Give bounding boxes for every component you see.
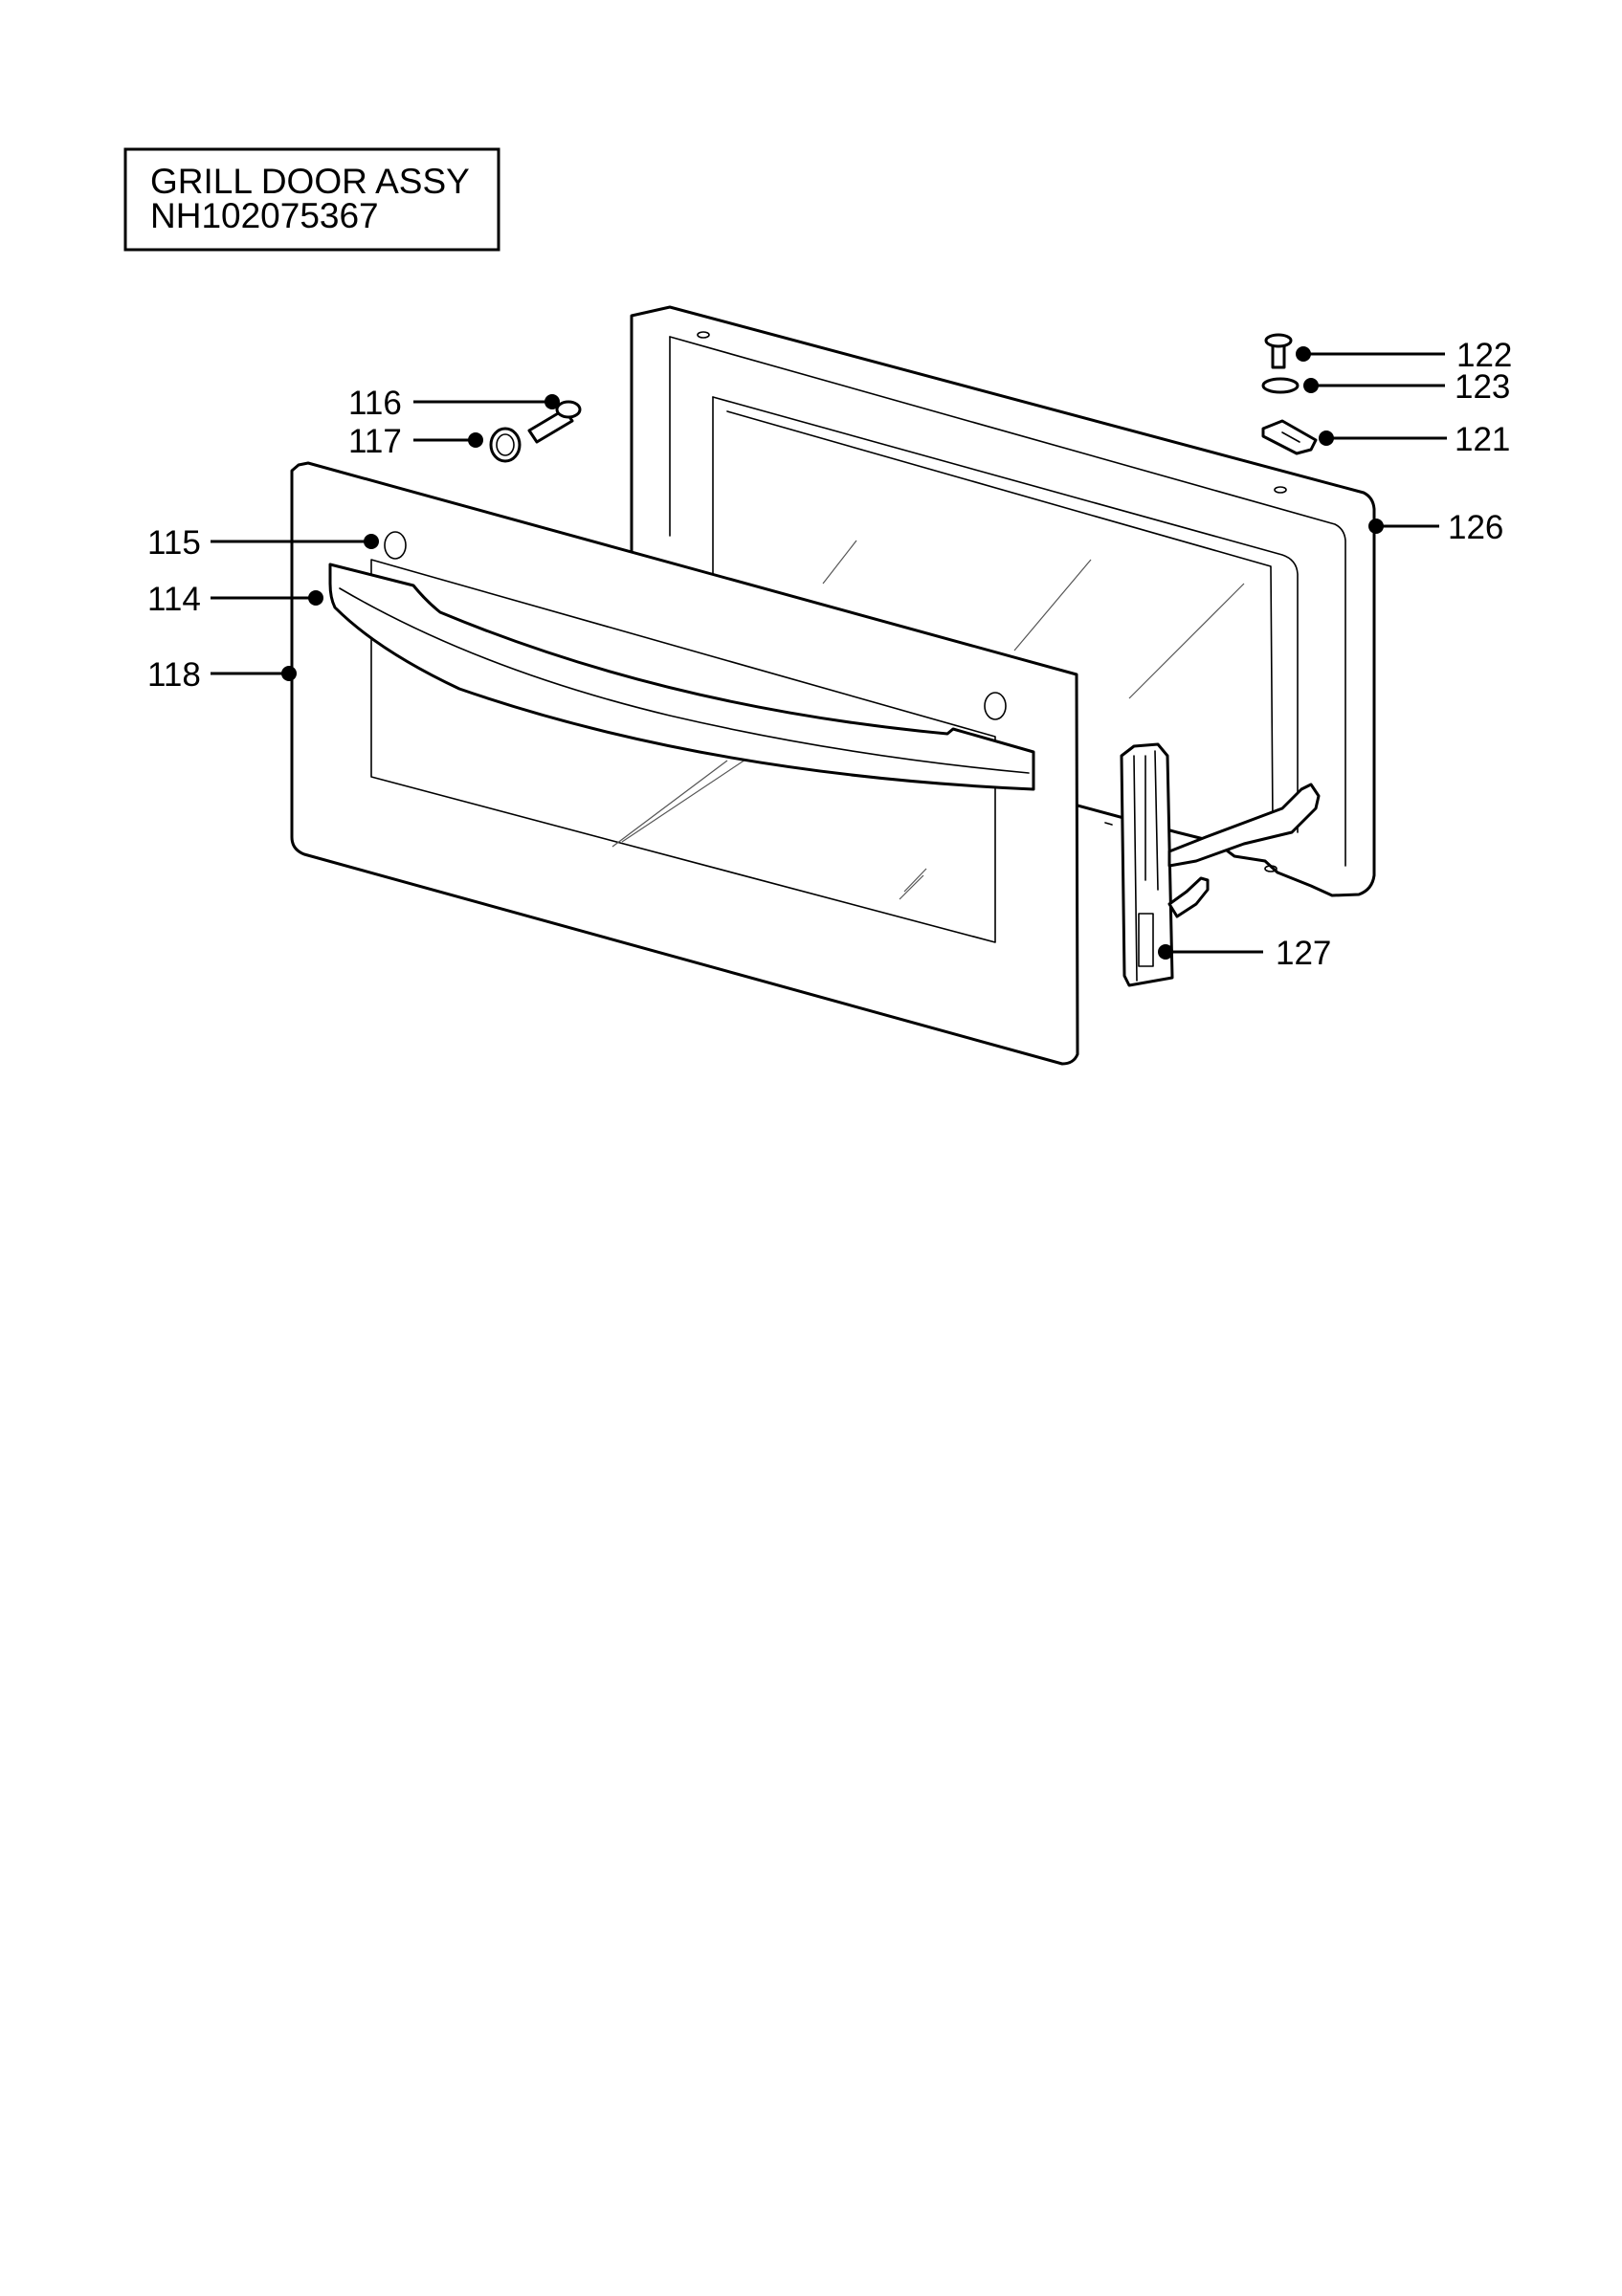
callout-label-121: 121: [1455, 421, 1510, 458]
callout-label-117: 117: [348, 423, 402, 460]
front-knob-left: [384, 531, 407, 560]
washer-117: [489, 427, 522, 463]
title-line-1: GRILL DOOR ASSY: [150, 162, 470, 201]
washer-123: [1261, 377, 1300, 394]
callout-label-114: 114: [147, 581, 201, 618]
callout-121: 121: [1319, 421, 1510, 458]
callout-label-115: 115: [147, 524, 201, 562]
front-knob-right: [984, 692, 1007, 720]
callout-114: 114: [147, 581, 323, 618]
callout-123: 123: [1303, 368, 1510, 406]
hinge-127: [1104, 742, 1321, 987]
callout-label-123: 123: [1455, 368, 1510, 406]
front-door-panel: [290, 461, 1079, 1066]
title-box: GRILL DOOR ASSY NH102075367: [123, 147, 500, 252]
callout-127: 127: [1158, 935, 1331, 972]
title-line-2: NH102075367: [150, 196, 379, 235]
callout-label-127: 127: [1276, 935, 1331, 972]
callout-label-116: 116: [348, 385, 402, 422]
callout-label-126: 126: [1448, 509, 1503, 546]
callout-116: 116: [348, 385, 560, 422]
callout-122: 122: [1296, 337, 1512, 374]
clip-121: [1261, 419, 1318, 455]
screw-116: [527, 400, 582, 444]
callout-126: 126: [1368, 509, 1503, 546]
callout-label-118: 118: [147, 656, 201, 694]
callout-118: 118: [147, 656, 297, 694]
callout-label-122: 122: [1456, 337, 1512, 374]
door-handle: [328, 563, 1035, 791]
callout-117: 117: [348, 423, 483, 460]
callout-115: 115: [147, 524, 379, 562]
rear-door-frame: [630, 305, 1376, 897]
screw-122: [1264, 333, 1293, 369]
